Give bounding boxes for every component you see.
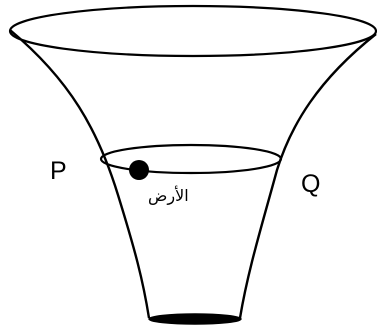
orbit-ring xyxy=(101,145,281,173)
funnel-top-rim xyxy=(10,6,376,56)
label-q: Q xyxy=(301,172,320,197)
earth-ball xyxy=(129,160,149,180)
label-p: P xyxy=(50,159,67,184)
funnel-bottom xyxy=(149,314,241,324)
funnel-left-wall xyxy=(10,30,149,318)
label-earth: الأرض xyxy=(148,188,189,204)
